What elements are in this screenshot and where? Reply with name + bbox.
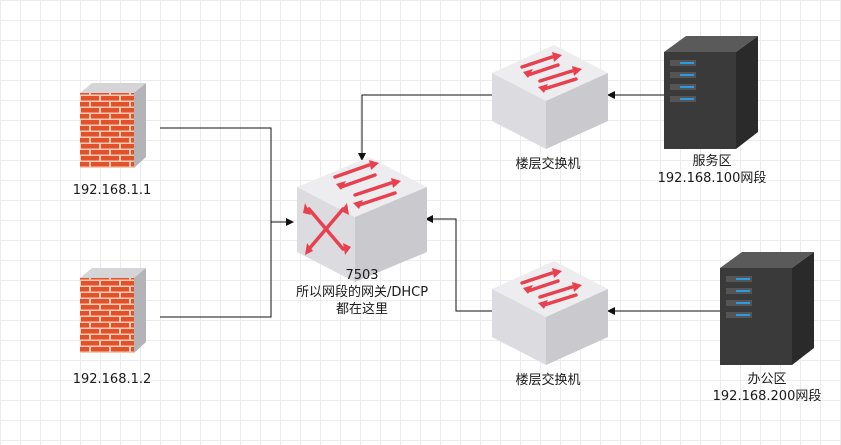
connectors <box>160 91 720 318</box>
server-office-label-line: 办公区 <box>747 372 787 387</box>
floor-switch-2-label: 楼层交换机 <box>515 373 581 388</box>
server-service-label-line: 服务区 <box>692 154 732 169</box>
link-firewall2-core <box>160 222 272 318</box>
core-switch-icon <box>297 157 427 282</box>
server-office-label: 办公区 192.168.200网段 <box>713 371 822 405</box>
server-service-label: 服务区 192.168.100网段 <box>658 153 767 187</box>
server-icon <box>664 36 758 149</box>
floor-switch-1-label: 楼层交换机 <box>515 157 581 172</box>
switch-icon <box>492 45 608 149</box>
link-firewall1-core <box>160 127 294 226</box>
core-switch-label: 7503 所以网段的网关/DHCP 都在这里 <box>296 267 428 318</box>
firewall-icon <box>80 83 146 168</box>
firewall-icon <box>80 268 146 353</box>
core-switch-label-line: 所以网段的网关/DHCP <box>295 285 429 300</box>
switch-icon <box>492 261 608 365</box>
firewall-2-label: 192.168.1.2 <box>72 372 152 387</box>
firewall-1-label: 192.168.1.1 <box>72 183 152 198</box>
server-icon <box>720 252 814 365</box>
server-office-label-line: 192.168.200网段 <box>712 389 822 404</box>
core-switch-label-line: 都在这里 <box>335 302 388 317</box>
server-service-label-line: 192.168.100网段 <box>657 171 767 186</box>
link-switch2-core <box>425 215 492 312</box>
link-switch1-core <box>358 94 492 161</box>
core-switch-label-line: 7503 <box>345 268 379 283</box>
